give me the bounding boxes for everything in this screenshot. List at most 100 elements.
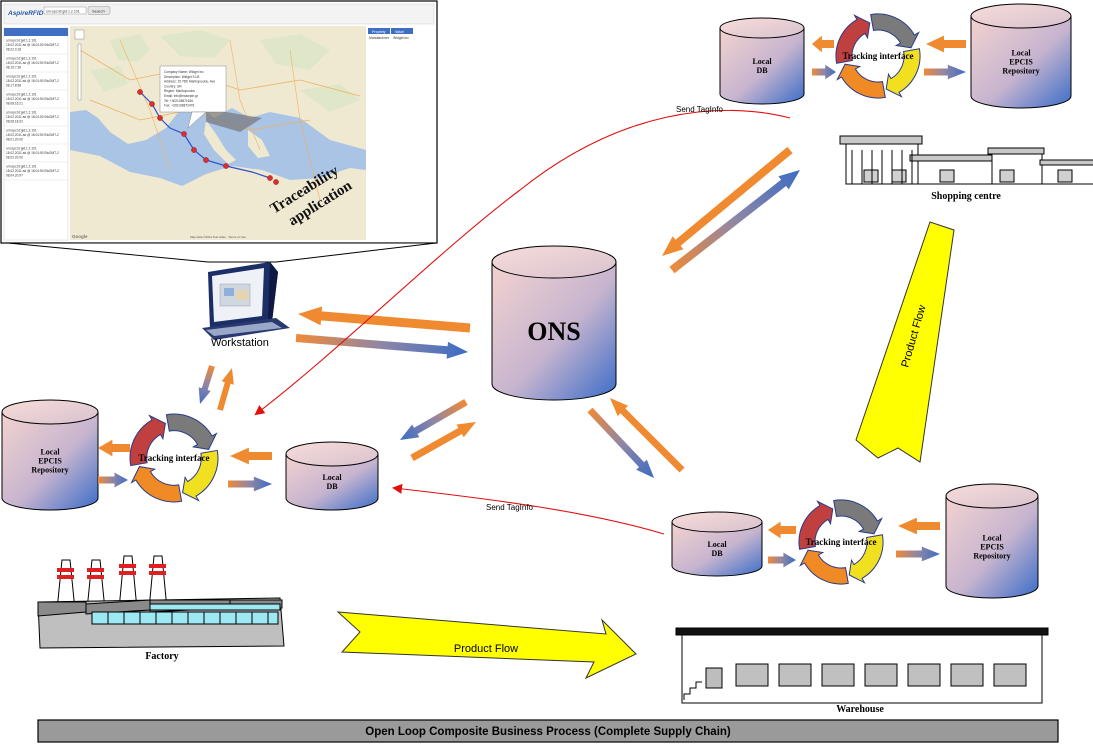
send-taginfo-arrow-top (254, 109, 791, 416)
product-flow-arrow-bottom (336, 611, 637, 680)
data-flow-arrow (228, 476, 272, 492)
svg-text:urn:epc:id:gid:1.2.101: urn:epc:id:gid:1.2.101 (6, 93, 37, 97)
traceability-screenshot: AspireRFID urn:epc:id:gid:1.2.101 Search… (0, 0, 438, 263)
trace-route (139, 91, 271, 179)
shopping-centre-building (839, 135, 1093, 185)
title-bar (37, 719, 1059, 743)
query-flow-arrow (812, 35, 834, 53)
table-cell-value: Widget inc (393, 36, 409, 40)
svg-text:urn:epc:id:gid:1.2.101: urn:epc:id:gid:1.2.101 (6, 57, 37, 61)
query-flow-arrow (410, 422, 476, 462)
query-flow-arrow (217, 368, 234, 411)
svg-text:18.02.2011 ad @ 18:01:50 EtcGM: 18.02.2011 ad @ 18:01:50 EtcGMT-2 (6, 79, 59, 83)
epcis-repository-right-label: EPCIS (980, 543, 1004, 552)
svg-text:08.01.20.00: 08.01.20.00 (6, 138, 23, 142)
svg-text:18.02.2011 ad @ 18:01:50 EtcGM: 18.02.2011 ad @ 18:01:50 EtcGMT-2 (6, 61, 59, 65)
data-flow-arrow (768, 552, 796, 568)
search-button[interactable] (87, 6, 111, 15)
query-flow-arrow (610, 398, 685, 473)
svg-text:urn:epc:id:gid:1.2.101: urn:epc:id:gid:1.2.101 (6, 75, 37, 79)
epcis-repository-top-label: EPCIS (1009, 58, 1033, 67)
map-pan-control[interactable] (74, 29, 85, 40)
popup-line: Country: GR (164, 84, 182, 88)
svg-text:08.08.16.21: 08.08.16.21 (6, 102, 23, 106)
svg-text:18.02.2011 ad @ 18:01:50 EtcGM: 18.02.2011 ad @ 18:01:50 EtcGMT-2 (6, 169, 59, 173)
ons-database (491, 245, 617, 401)
local-db-top-label: DB (756, 66, 768, 75)
local-db-right-label: DB (711, 549, 723, 558)
tracking-interface-cycle: Tracking interface (129, 413, 219, 503)
popup-line: Company Name: Widget inc (164, 70, 204, 74)
workstation-label: Workstation (211, 337, 269, 349)
warehouse-label: Warehouse (836, 704, 884, 715)
factory-building (37, 555, 285, 649)
svg-text:08.04.20.97: 08.04.20.97 (6, 174, 23, 178)
app-logo: AspireRFID (7, 10, 44, 17)
popup-line: Fax: +302108872478 (164, 104, 194, 108)
query-flow-arrow (230, 447, 272, 465)
svg-text:urn:epc:id:gid:1.2.101: urn:epc:id:gid:1.2.101 (6, 165, 37, 169)
data-flow-arrow (587, 407, 654, 478)
query-flow-arrow (926, 35, 966, 53)
svg-text:urn:epc:id:gid:1.2.101: urn:epc:id:gid:1.2.101 (6, 111, 37, 115)
data-flow-arrow (812, 64, 836, 80)
query-flow-arrow (298, 306, 471, 333)
table-header-property-label: Property (372, 30, 386, 34)
epcis-repository-right-label: Repository (973, 552, 1010, 561)
send-taginfo-label-bottom: Send TagInfo (486, 503, 534, 512)
query-flow-arrow (898, 517, 940, 535)
epcis-repository-top-label: Local (1011, 49, 1031, 58)
popup-line: Email: info@example.gr (164, 94, 199, 98)
event-list-selected[interactable] (4, 28, 68, 36)
data-flow-arrow (98, 472, 128, 488)
map-zoom-slider[interactable] (77, 43, 82, 101)
tracking-interface-cycle: Tracking interface (835, 13, 921, 99)
epcis-repository-right-label: Local (982, 534, 1002, 543)
data-flow-arrow (295, 334, 468, 359)
data-flow-arrow (896, 546, 940, 562)
workstation-icon (202, 262, 290, 340)
data-flow-arrow (400, 399, 468, 440)
shopping-centre-label: Shopping centre (931, 191, 1001, 202)
search-input[interactable] (43, 6, 87, 15)
ons-label: ONS (527, 317, 580, 346)
google-logo: Google (72, 234, 88, 239)
epcis-repository-left-label: Local (40, 448, 60, 457)
search-button-label: Search (92, 9, 105, 14)
epcis-repository-left-label: EPCIS (38, 457, 62, 466)
svg-text:urn:epc:id:gid:1.2.101: urn:epc:id:gid:1.2.101 (6, 39, 37, 43)
svg-text:08.17.8.58: 08.17.8.58 (6, 84, 21, 88)
product-flow-arrow-right (855, 221, 955, 463)
local-db-left-label: DB (326, 482, 338, 491)
tracking-interface-label: Tracking interface (805, 537, 876, 547)
popup-line: Region: Marikopoulou (164, 89, 195, 93)
tracking-interface-label: Tracking interface (138, 453, 209, 463)
data-flow-arrow (198, 365, 215, 404)
data-flow-arrow (924, 64, 966, 80)
svg-text:urn:epc:id:gid:1.2.101: urn:epc:id:gid:1.2.101 (6, 129, 37, 133)
send-taginfo-label-top: Send TagInfo (676, 105, 724, 114)
trace-markers (137, 89, 279, 185)
local-db-top-label: Local (752, 57, 772, 66)
warehouse-building (675, 627, 1049, 704)
table-header-property (368, 28, 390, 34)
popup-line: Address: 15 76th Marikopoulou, Ave (164, 80, 215, 84)
svg-text:18.02.2011 ad @ 18:01:50 EtcGM: 18.02.2011 ad @ 18:01:50 EtcGMT-2 (6, 97, 59, 101)
event-list (3, 27, 69, 241)
send-taginfo-arrow-bottom (392, 483, 665, 535)
tracking-interface-label: Tracking interface (842, 51, 913, 61)
